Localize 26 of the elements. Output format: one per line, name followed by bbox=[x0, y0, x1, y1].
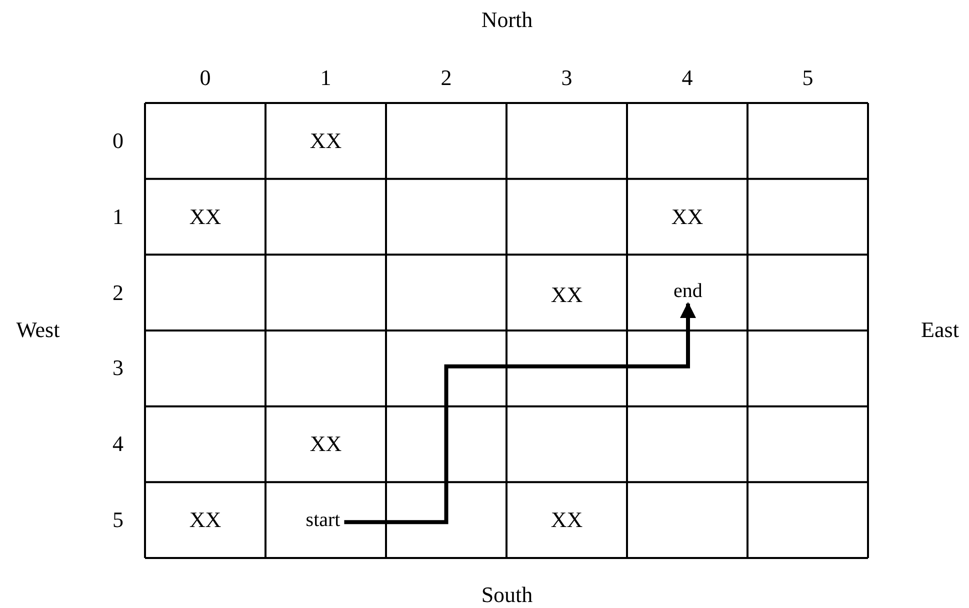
row-number: 3 bbox=[112, 357, 124, 380]
blocked-mark: XX bbox=[310, 130, 342, 152]
column-number: 5 bbox=[802, 67, 814, 89]
row-number: 4 bbox=[112, 433, 124, 456]
blocked-mark: XX bbox=[310, 433, 342, 456]
column-number: 3 bbox=[561, 67, 572, 89]
column-number: 2 bbox=[440, 67, 452, 89]
row-number: 5 bbox=[112, 509, 124, 532]
column-number: 4 bbox=[682, 67, 693, 89]
blocked-mark: XX bbox=[550, 284, 583, 306]
column-number: 0 bbox=[200, 67, 211, 89]
compass-label: West bbox=[16, 319, 60, 341]
compass-label: South bbox=[481, 584, 533, 606]
column-number: 1 bbox=[320, 67, 332, 89]
compass-label: East bbox=[921, 319, 959, 341]
path-endpoint-label: end bbox=[672, 278, 704, 303]
blocked-mark: XX bbox=[189, 206, 222, 228]
blocked-mark: XX bbox=[671, 206, 704, 228]
path-endpoint-label: start bbox=[304, 508, 342, 532]
row-number: 2 bbox=[112, 282, 124, 304]
blocked-mark: XX bbox=[189, 509, 222, 532]
blocked-mark: XX bbox=[550, 509, 583, 532]
path-arrow bbox=[344, 302, 696, 524]
compass-label: North bbox=[481, 9, 533, 31]
row-number: 1 bbox=[112, 206, 124, 228]
row-number: 0 bbox=[112, 130, 124, 152]
